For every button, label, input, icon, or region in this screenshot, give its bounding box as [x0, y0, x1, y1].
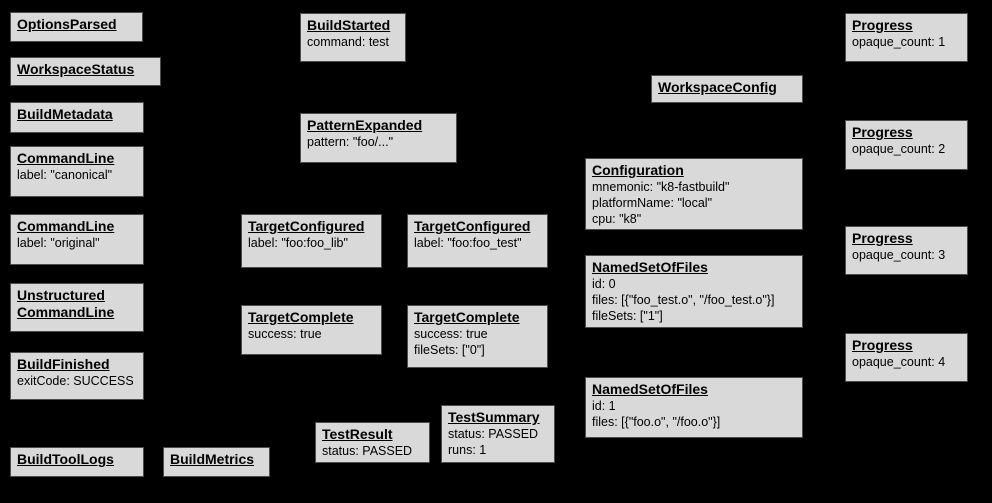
node-field: runs: 1: [448, 443, 487, 457]
node-command-line-original: CommandLine label: "original": [10, 214, 144, 265]
node-title: Progress: [852, 230, 913, 246]
node-title: BuildStarted: [307, 17, 391, 33]
node-field: platformName: "local": [592, 196, 713, 210]
node-title: CommandLine: [17, 150, 115, 166]
node-progress-2: Progress opaque_count: 2: [845, 120, 968, 170]
node-field: exitCode: SUCCESS: [17, 374, 134, 388]
node-title: TargetConfigured: [248, 218, 365, 234]
node-build-started: BuildStarted command: test: [300, 13, 406, 62]
node-title: BuildToolLogs: [17, 451, 114, 467]
node-title: TestSummary: [448, 409, 540, 425]
node-title: CommandLine: [17, 218, 115, 234]
node-field: success: true: [414, 327, 488, 341]
node-build-metadata: BuildMetadata: [10, 102, 144, 133]
node-title: BuildMetadata: [17, 106, 113, 122]
node-field: command: test: [307, 35, 389, 49]
node-title: BuildMetrics: [170, 451, 255, 467]
node-title: Progress: [852, 124, 913, 140]
node-field: fileSets: ["1"]: [592, 309, 663, 323]
node-target-complete-foo-lib: TargetComplete success: true: [241, 305, 382, 355]
node-field: status: PASSED: [448, 427, 539, 441]
node-workspace-status: WorkspaceStatus: [10, 57, 161, 86]
node-title: Progress: [852, 17, 913, 33]
node-options-parsed: OptionsParsed: [10, 12, 143, 42]
node-progress-1: Progress opaque_count: 1: [845, 13, 968, 62]
node-test-result: TestResult status: PASSED: [315, 422, 430, 463]
node-field: id: 1: [592, 399, 616, 413]
node-title: NamedSetOfFiles: [592, 259, 708, 275]
node-title: CommandLine: [17, 304, 115, 320]
node-field: id: 0: [592, 277, 616, 291]
node-target-complete-foo-test: TargetComplete success: true fileSets: ["0…: [407, 305, 548, 368]
node-field: label: "foo:foo_test": [414, 236, 522, 250]
node-field: cpu: "k8": [592, 212, 642, 226]
node-field: opaque_count: 2: [852, 142, 946, 156]
node-title: BuildFinished: [17, 356, 110, 372]
node-field: fileSets: ["0"]: [414, 343, 485, 357]
node-title: PatternExpanded: [307, 117, 423, 133]
node-progress-4: Progress opaque_count: 4: [845, 333, 968, 382]
node-field: files: [{"foo_test.o", "/foo_test.o"}]: [592, 293, 775, 307]
node-field: opaque_count: 3: [852, 248, 946, 262]
node-target-configured-foo-test: TargetConfigured label: "foo:foo_test": [407, 214, 548, 268]
node-title: OptionsParsed: [17, 16, 117, 32]
node-workspace-config: WorkspaceConfig: [651, 75, 803, 103]
node-pattern-expanded: PatternExpanded pattern: "foo/...": [300, 113, 457, 163]
node-field: files: [{"foo.o", "/foo.o"}]: [592, 415, 721, 429]
node-title: Progress: [852, 337, 913, 353]
node-command-line-canonical: CommandLine label: "canonical": [10, 146, 144, 197]
node-build-metrics: BuildMetrics: [163, 447, 270, 477]
node-field: label: "original": [17, 236, 100, 250]
node-field: success: true: [248, 327, 322, 341]
node-target-configured-foo-lib: TargetConfigured label: "foo:foo_lib": [241, 214, 382, 268]
node-title: Configuration: [592, 162, 684, 178]
node-build-finished: BuildFinished exitCode: SUCCESS: [10, 352, 144, 400]
node-field: pattern: "foo/...": [307, 135, 394, 149]
node-title: TestResult: [322, 426, 393, 442]
node-title: TargetComplete: [248, 309, 354, 325]
node-title: WorkspaceStatus: [17, 61, 135, 77]
node-build-tool-logs: BuildToolLogs: [10, 447, 144, 477]
node-field: mnemonic: "k8-fastbuild": [592, 180, 730, 194]
node-field: label: "foo:foo_lib": [248, 236, 348, 250]
node-title: WorkspaceConfig: [658, 79, 777, 95]
node-title: TargetComplete: [414, 309, 520, 325]
node-title: TargetConfigured: [414, 218, 531, 234]
node-title: Unstructured: [17, 287, 105, 303]
node-field: opaque_count: 4: [852, 355, 946, 369]
node-test-summary: TestSummary status: PASSED runs: 1: [441, 405, 555, 463]
node-configuration: Configuration mnemonic: "k8-fastbuild" pla…: [585, 158, 803, 230]
node-progress-3: Progress opaque_count: 3: [845, 226, 968, 275]
node-field: label: "canonical": [17, 168, 113, 182]
node-named-set-of-files-1: NamedSetOfFiles id: 1 files: [{"foo.o", "/…: [585, 377, 803, 438]
node-field: opaque_count: 1: [852, 35, 946, 49]
node-named-set-of-files-0: NamedSetOfFiles id: 0 files: [{"foo_test.o…: [585, 255, 803, 328]
node-title: NamedSetOfFiles: [592, 381, 708, 397]
node-field: status: PASSED: [322, 444, 413, 458]
